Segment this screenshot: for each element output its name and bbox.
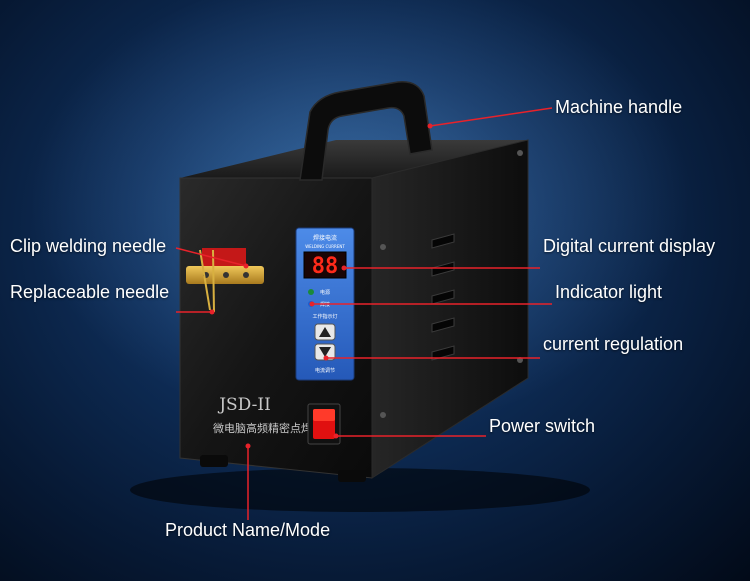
current-up-button[interactable] bbox=[314, 323, 336, 341]
housing-top bbox=[180, 140, 528, 178]
work-status-label: 工作指示灯 bbox=[312, 313, 337, 320]
callout-digital-current-display: Digital current display bbox=[543, 236, 716, 256]
digital-display-value: 88 bbox=[312, 254, 339, 279]
callout-indicator-light: Indicator light bbox=[555, 282, 663, 302]
callout-dots bbox=[209, 123, 433, 449]
callout-product-name-mode: Product Name/Mode bbox=[165, 520, 331, 540]
callout-power-switch: Power switch bbox=[489, 416, 596, 436]
panel-subtitle: WELDING CURRENT bbox=[305, 244, 345, 249]
welding-needle-clamp bbox=[186, 248, 264, 313]
callout-lines bbox=[175, 107, 553, 520]
housing-feet bbox=[200, 455, 366, 482]
model-name: JSD-II bbox=[217, 395, 271, 415]
adjust-label: 电流调节 bbox=[315, 367, 335, 374]
callout-replaceable-needle: Replaceable needle bbox=[10, 282, 170, 302]
indicator-a-label: 电源 bbox=[320, 289, 330, 296]
current-down-button[interactable] bbox=[314, 343, 336, 361]
callout-current-regulation: current regulation bbox=[543, 334, 684, 354]
housing-side bbox=[371, 139, 529, 479]
machine-handle bbox=[299, 81, 433, 181]
callout-machine-handle: Machine handle bbox=[555, 97, 683, 117]
power-switch[interactable] bbox=[307, 403, 341, 445]
side-vents bbox=[431, 233, 455, 361]
screws bbox=[380, 150, 523, 418]
callout-clip-welding-needle: Clip welding needle bbox=[10, 236, 167, 256]
product-name-cn: 微电脑高频精密点焊机 bbox=[213, 421, 323, 435]
panel-title: 焊接电流 bbox=[313, 234, 337, 242]
digital-display bbox=[303, 251, 347, 279]
indicator-light-a bbox=[308, 289, 314, 295]
floor-shadow bbox=[130, 468, 590, 512]
